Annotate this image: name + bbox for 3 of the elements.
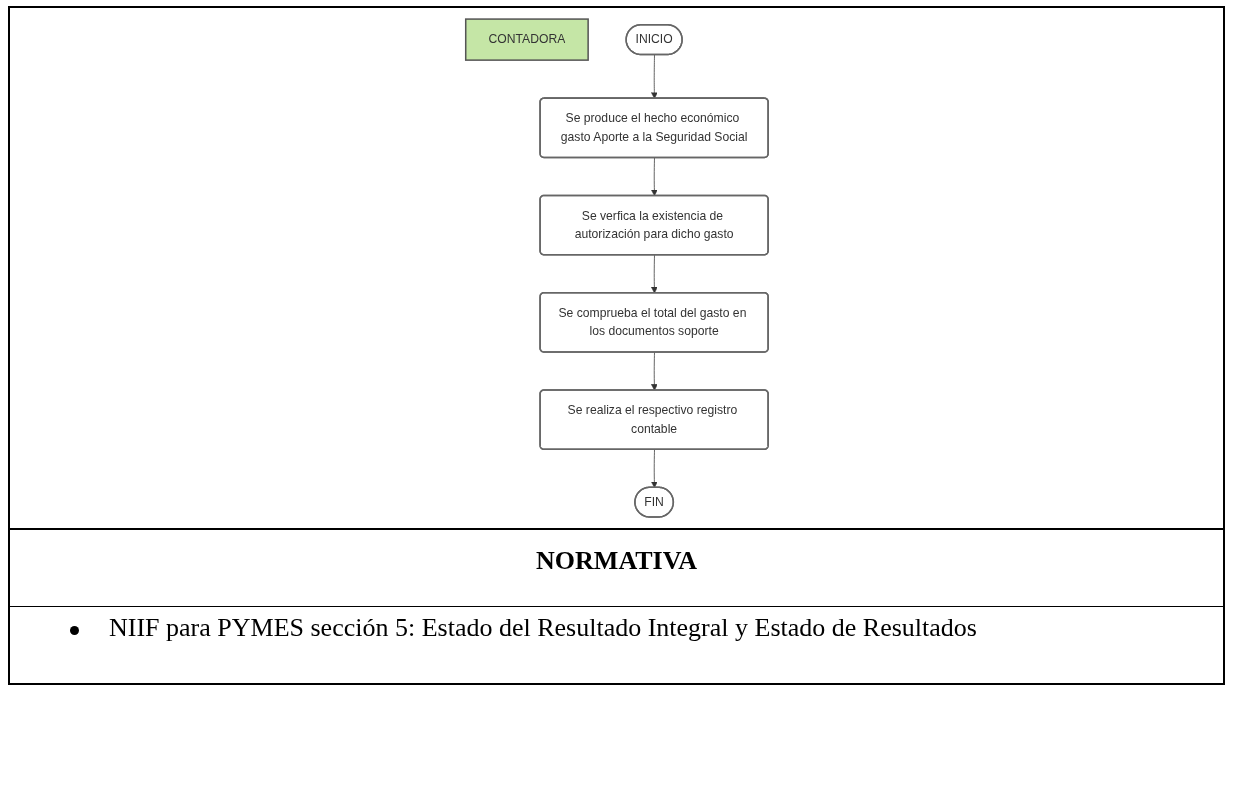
section-heading: NORMATIVA [536, 546, 697, 575]
list-item: NIIF para PYMES sección 5: Estado del Resultado Integral y Estado de Resultados [109, 613, 977, 642]
node-box: CONTADORA [464, 18, 589, 61]
